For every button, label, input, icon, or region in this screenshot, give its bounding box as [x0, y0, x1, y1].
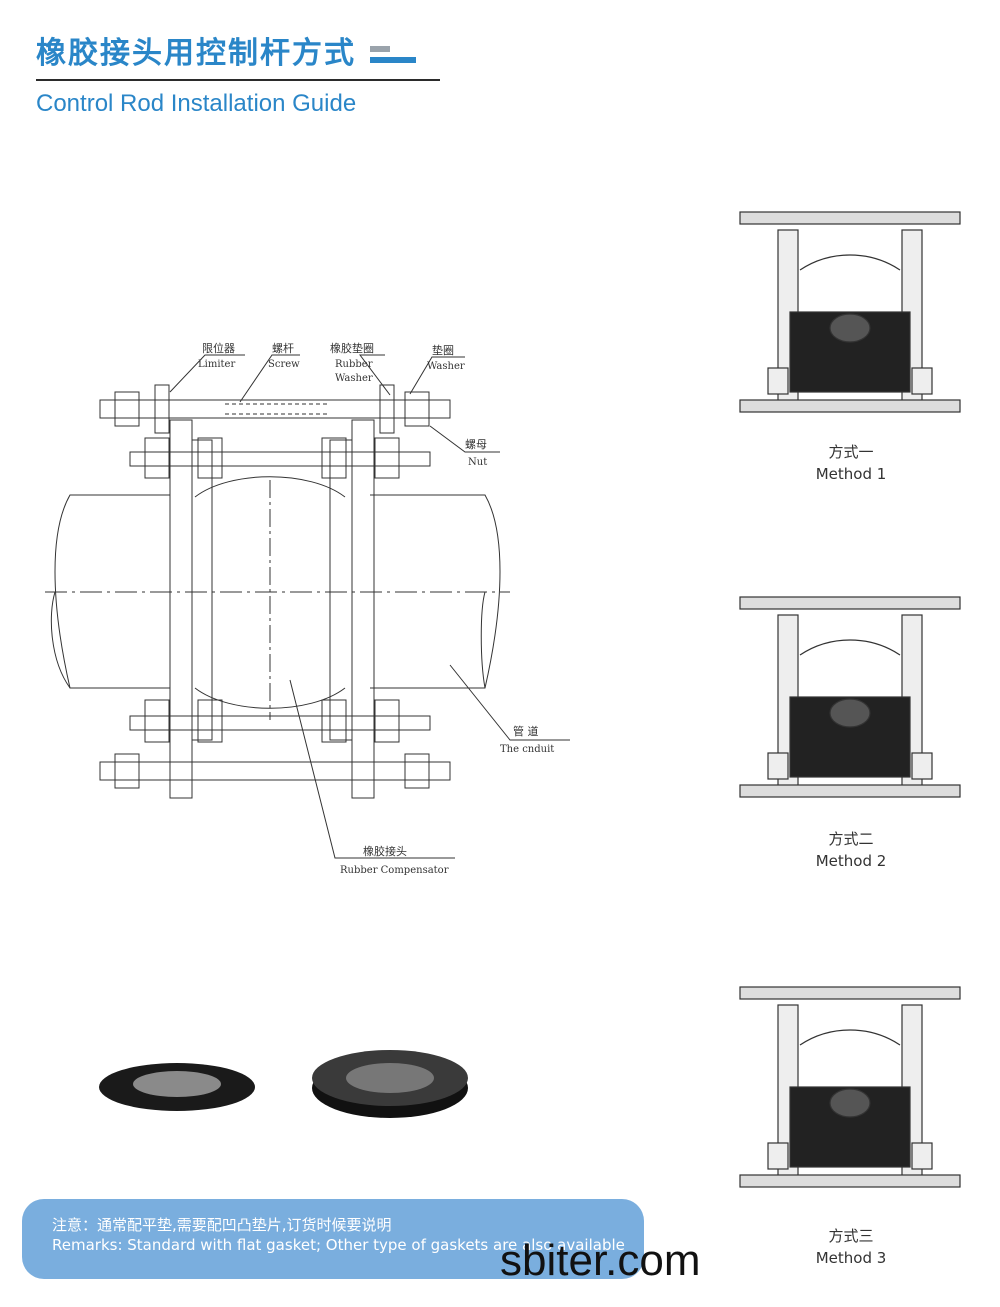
- remarks-box: 注意：通常配平垫,需要配凹凸垫片,订货时候要说明 Remarks: Standa…: [22, 1199, 644, 1279]
- method-3-en: Method 3: [815, 1249, 887, 1267]
- method-1-drawing: [739, 211, 961, 413]
- label-washer-cn: 垫圈: [432, 343, 454, 357]
- method-1-cn: 方式一: [828, 443, 874, 461]
- label-screw-cn: 螺杆: [272, 341, 294, 355]
- washer-images: [99, 1050, 468, 1118]
- label-nut-en: Nut: [468, 457, 487, 468]
- method-2-drawing: [739, 596, 961, 798]
- label-rubber-washer-en1: Rubber: [335, 359, 373, 370]
- title-divider: [36, 79, 440, 81]
- label-nut-cn: 螺母: [465, 438, 487, 451]
- label-limiter-cn: 限位器: [202, 341, 235, 355]
- method-1-en: Method 1: [815, 465, 887, 483]
- label-conduit-en: The cnduit: [500, 744, 554, 755]
- method-2-caption: 方式二 Method 2: [751, 828, 951, 870]
- label-compensator-en: Rubber Compensator: [340, 865, 449, 876]
- method-2-en: Method 2: [815, 852, 887, 870]
- label-washer-en: Washer: [427, 361, 465, 372]
- label-compensator-cn: 橡胶接头: [363, 844, 407, 858]
- label-conduit-cn: 管 道: [513, 724, 539, 738]
- watermark: sbiter.com: [500, 1236, 701, 1285]
- label-rubber-washer-cn: 橡胶垫圈: [330, 341, 374, 355]
- label-limiter-en: Limiter: [198, 359, 235, 370]
- page-title-cn: 橡胶接头用控制杆方式: [36, 36, 356, 71]
- remarks-cn: 注意：通常配平垫,需要配凹凸垫片,订货时候要说明: [52, 1216, 392, 1234]
- method-3-drawing: [739, 986, 961, 1188]
- label-rubber-washer-en2: Washer: [335, 373, 373, 384]
- label-screw-en: Screw: [268, 359, 300, 370]
- page-title-en: Control Rod Installation Guide: [36, 90, 357, 117]
- method-1-caption: 方式一 Method 1: [751, 441, 951, 483]
- method-2-cn: 方式二: [828, 830, 874, 848]
- title-decoration: [370, 46, 416, 64]
- method-3-caption: 方式三 Method 3: [751, 1225, 951, 1267]
- method-3-cn: 方式三: [828, 1227, 874, 1245]
- remarks-en: Remarks: Standard with flat gasket; Othe…: [52, 1236, 625, 1254]
